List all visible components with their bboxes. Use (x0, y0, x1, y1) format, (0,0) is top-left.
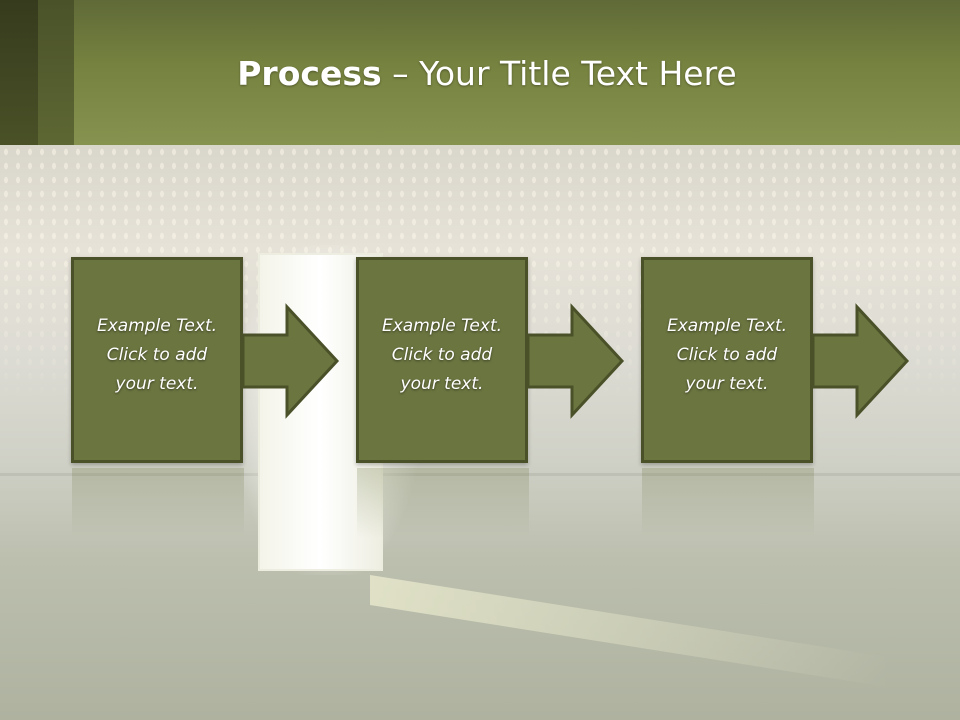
step-3-box[interactable]: Example Text. Click to add your text. (641, 257, 813, 463)
step-1-box[interactable]: Example Text. Click to add your text. (71, 257, 243, 463)
slide-title[interactable]: Process – Your Title Text Here (74, 52, 900, 96)
step-1-reflection (72, 468, 244, 538)
step-2-reflection (357, 468, 529, 538)
floor-light-beam (370, 575, 890, 688)
step-2-text[interactable]: Example Text. Click to add your text. (381, 316, 503, 394)
step-2-box[interactable]: Example Text. Click to add your text. (356, 257, 528, 463)
header-accent-dark (0, 0, 38, 145)
title-bold-text: Process (237, 54, 382, 93)
step-3-reflection (642, 468, 814, 538)
right-arrow-icon[interactable] (811, 303, 910, 419)
header-band (0, 0, 960, 145)
right-arrow-icon[interactable] (526, 303, 625, 419)
step-3-text[interactable]: Example Text. Click to add your text. (666, 316, 788, 394)
header-accent-mid (38, 0, 74, 145)
step-1-text[interactable]: Example Text. Click to add your text. (96, 316, 218, 394)
title-rest-text: – Your Title Text Here (381, 54, 737, 93)
horizon-line (0, 473, 960, 476)
right-arrow-icon[interactable] (241, 303, 340, 419)
